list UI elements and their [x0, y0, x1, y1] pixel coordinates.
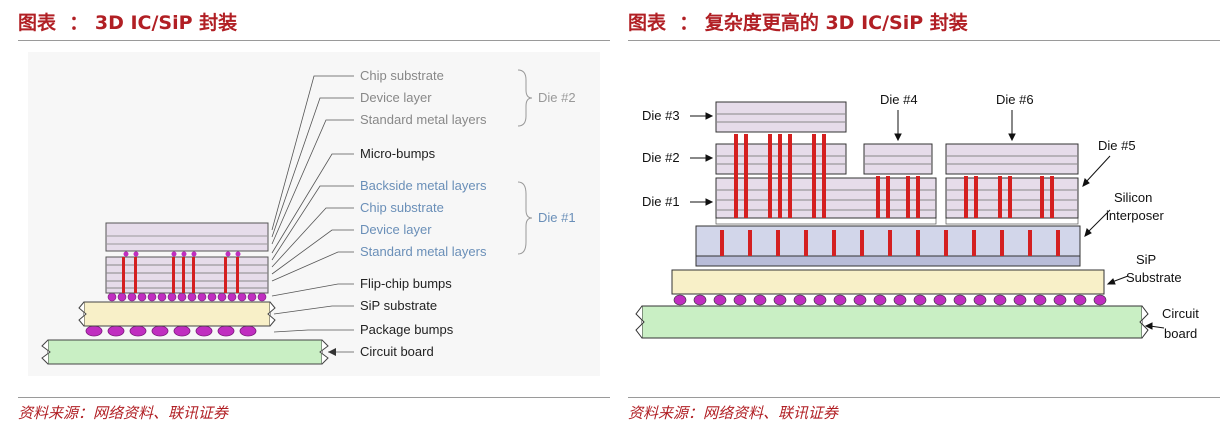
label-device-layer-1: Device layer [360, 222, 432, 237]
label-device-layer-2: Device layer [360, 90, 432, 105]
label-circuit-board: Circuit board [360, 344, 434, 359]
sip-substrate [671, 269, 1105, 295]
label-die-5: Die #5 [1098, 138, 1136, 153]
label-substrate: Substrate [1126, 270, 1182, 285]
silicon-interposer [695, 225, 1081, 267]
label-micro-bumps: Micro-bumps [360, 146, 436, 161]
die1-brace [517, 181, 533, 255]
circuit-board [635, 305, 1149, 339]
through-silicon-vias [122, 257, 239, 293]
3d-ic-sip-diagram: Chip substrate Device layer Standard met… [28, 52, 600, 376]
die-2 [105, 222, 269, 252]
die2-brace [517, 69, 533, 127]
label-sip-substrate: SiP substrate [360, 298, 437, 313]
source-divider [18, 397, 610, 398]
die-tsvs [734, 134, 1054, 218]
label-die-1: Die #1 [642, 194, 680, 209]
label-die-1: Die #1 [538, 210, 576, 225]
label-package-bumps: Package bumps [360, 322, 454, 337]
figure-source: 资料来源：网络资料、联讯证券 [628, 404, 839, 422]
label-die-6: Die #6 [996, 92, 1034, 107]
title-divider [18, 40, 610, 41]
package-bumps [673, 294, 1107, 306]
label-standard-metal-1: Standard metal layers [360, 244, 487, 259]
figure-panel-left: 图表 ： 3D IC/SiP 封装 [18, 0, 610, 436]
label-die-4: Die #4 [880, 92, 918, 107]
label-flip-chip-bumps: Flip-chip bumps [360, 276, 452, 291]
sip-substrate [78, 301, 276, 327]
label-sip: SiP [1136, 252, 1156, 267]
label-interposer: interposer [1106, 208, 1164, 223]
callout-arrows [690, 110, 1165, 330]
label-standard-metal-2: Standard metal layers [360, 112, 487, 127]
label-die-2: Die #2 [642, 150, 680, 165]
label-die-3: Die #3 [642, 108, 680, 123]
circuit-board [41, 339, 329, 365]
figure-title: 图表 ： 复杂度更高的 3D IC/SiP 封装 [628, 12, 968, 34]
die-3 [715, 101, 847, 133]
label-backside-metal: Backside metal layers [360, 178, 487, 193]
label-silicon: Silicon [1114, 190, 1152, 205]
die-4 [863, 143, 933, 175]
micro-bumps [123, 251, 241, 257]
label-chip-substrate-1: Chip substrate [360, 200, 444, 215]
label-chip-substrate-2: Chip substrate [360, 68, 444, 83]
die-1 [105, 256, 269, 294]
callout-lines [271, 75, 354, 353]
package-bumps [85, 325, 257, 337]
label-die-2: Die #2 [538, 90, 576, 105]
figure-title: 图表 ： 3D IC/SiP 封装 [18, 12, 238, 34]
complex-3d-ic-sip-diagram: Die #3 Die #2 Die #1 Die #4 Die #6 Die #… [635, 92, 1199, 341]
source-divider [628, 397, 1220, 398]
figure-source: 资料来源：网络资料、联讯证券 [18, 404, 229, 422]
figure-panel-right: 图表 ： 复杂度更高的 3D IC/SiP 封装 [628, 0, 1220, 436]
title-divider [628, 40, 1220, 41]
label-circuit: Circuit [1162, 306, 1199, 321]
die-6 [945, 143, 1079, 175]
interposer-bumps [715, 217, 1079, 225]
circuit-board-arrow [328, 348, 336, 356]
label-board: board [1164, 326, 1197, 341]
